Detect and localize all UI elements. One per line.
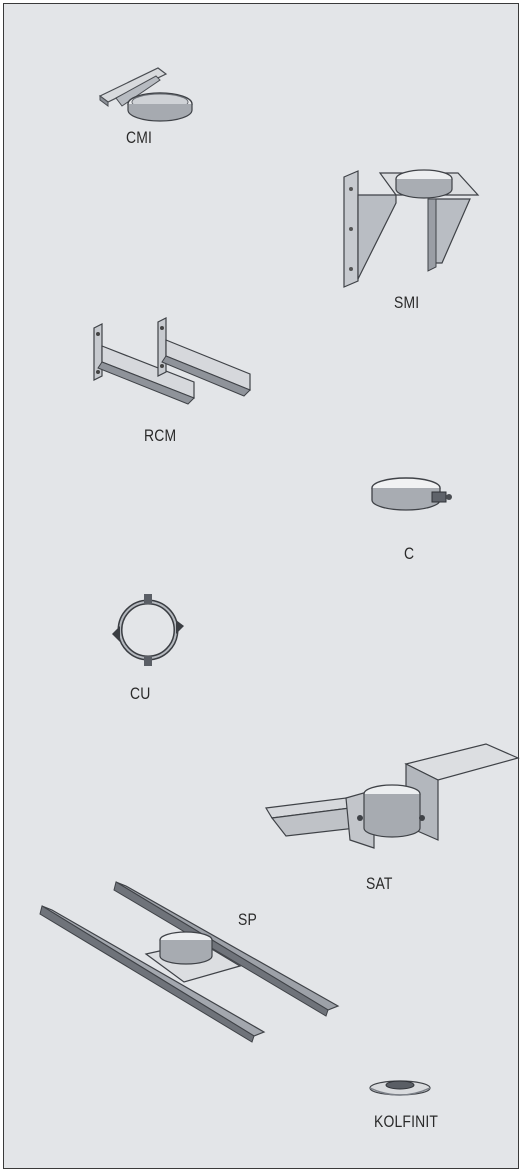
product-label: C — [404, 544, 415, 563]
collar-c-icon — [371, 477, 452, 511]
product-panel: CMI SMI RCM — [3, 3, 520, 1169]
rail-bracket-rcm-icon — [93, 317, 251, 405]
product-label: SAT — [366, 874, 393, 893]
product-label: CMI — [126, 128, 153, 147]
flashing-kolfinit-icon — [369, 1080, 431, 1096]
support-bracket-smi-icon — [343, 169, 480, 288]
rail-support-sp-icon — [39, 881, 340, 1043]
ceiling-support-sat-icon — [265, 743, 520, 849]
product-label: SP — [238, 910, 257, 929]
product-label: SMI — [394, 293, 420, 312]
product-label: KOLFINIT — [374, 1112, 439, 1131]
wall-bracket-cmi-icon — [98, 67, 193, 122]
product-label: CU — [130, 684, 151, 703]
product-label: RCM — [144, 426, 177, 445]
clamp-ring-cu-icon — [112, 594, 184, 666]
